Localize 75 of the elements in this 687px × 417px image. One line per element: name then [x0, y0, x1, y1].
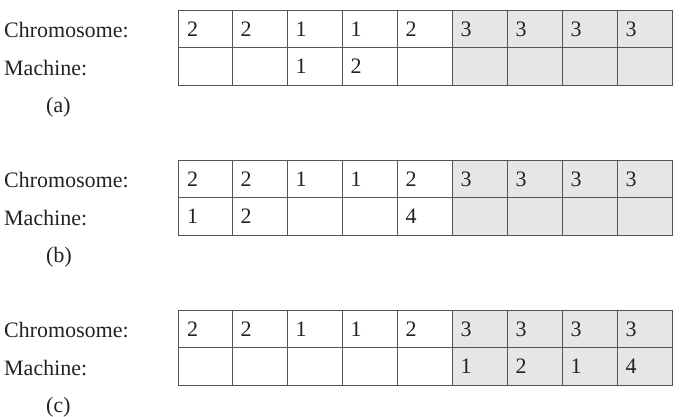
table-cell [178, 196, 233, 236]
cell-value: 2 [187, 168, 198, 190]
table-cell [452, 46, 508, 86]
panel-label: (c) [46, 394, 70, 416]
cell-value: 1 [350, 318, 362, 340]
row-label: Chromosome: [4, 169, 129, 191]
cell-value: 1 [350, 18, 362, 40]
cell-value: 2 [406, 18, 416, 40]
cell-value: 1 [296, 55, 306, 78]
table-cell [562, 46, 618, 86]
table-cell [616, 346, 673, 386]
cell-value: 1 [296, 18, 306, 40]
table-cell [452, 160, 508, 198]
cell-value: 3 [626, 18, 636, 40]
row-label: Chromosome: [4, 19, 129, 41]
cell-value: 3 [570, 318, 582, 340]
row-label: Machine: [4, 207, 88, 229]
panel-label: (a) [46, 94, 70, 116]
table-cell [178, 46, 233, 86]
table-cell [562, 346, 618, 386]
table-cell [506, 10, 563, 48]
cell-value: 2 [240, 205, 252, 228]
cell-value: 4 [626, 355, 636, 378]
cell-value: 3 [460, 318, 472, 340]
cell-value: 3 [570, 168, 582, 190]
cell-value: 2 [240, 168, 252, 190]
table-cell [452, 10, 508, 48]
table-cell [616, 46, 673, 86]
row-label: Machine: [4, 57, 88, 79]
cell-value: 2 [187, 18, 198, 40]
cell-value: 1 [187, 205, 198, 228]
table-cell [452, 196, 508, 236]
cell-value: 2 [187, 318, 198, 340]
cell-value: 2 [516, 355, 526, 378]
table-cell [562, 310, 618, 348]
table-cell [616, 10, 673, 48]
cell-value: 1 [350, 168, 362, 190]
cell-value: 2 [406, 168, 416, 190]
cell-value: 3 [516, 168, 526, 190]
cell-value: 3 [570, 18, 582, 40]
table-cell [452, 310, 508, 348]
cell-value: 2 [350, 55, 362, 78]
table-cell [562, 160, 618, 198]
table-cell [178, 310, 233, 348]
table-cell [506, 346, 563, 386]
cell-value: 4 [406, 205, 416, 228]
table-cell [506, 196, 563, 236]
cell-value: 2 [406, 318, 416, 340]
table-cell [616, 160, 673, 198]
table-cell [506, 160, 563, 198]
table-cell [506, 46, 563, 86]
cell-value: 3 [516, 18, 526, 40]
table-cell [506, 310, 563, 348]
cell-value: 3 [460, 168, 472, 190]
cell-value: 1 [296, 168, 306, 190]
table-cell [178, 346, 233, 386]
table-cell [616, 196, 673, 236]
row-label: Chromosome: [4, 319, 129, 341]
cell-value: 1 [460, 355, 472, 378]
table-cell [178, 10, 233, 48]
table-cell [616, 310, 673, 348]
table-cell [562, 196, 618, 236]
cell-value: 2 [240, 18, 252, 40]
cell-value: 3 [460, 18, 472, 40]
table-cell [562, 10, 618, 48]
table-cell [452, 346, 508, 386]
cell-value: 3 [626, 318, 636, 340]
panel-label: (b) [46, 244, 72, 266]
cell-value: 3 [626, 168, 636, 190]
cell-value: 3 [516, 318, 526, 340]
cell-value: 1 [296, 318, 306, 340]
cell-value: 2 [240, 318, 252, 340]
row-label: Machine: [4, 357, 88, 379]
table-cell [178, 160, 233, 198]
cell-value: 1 [570, 355, 582, 378]
